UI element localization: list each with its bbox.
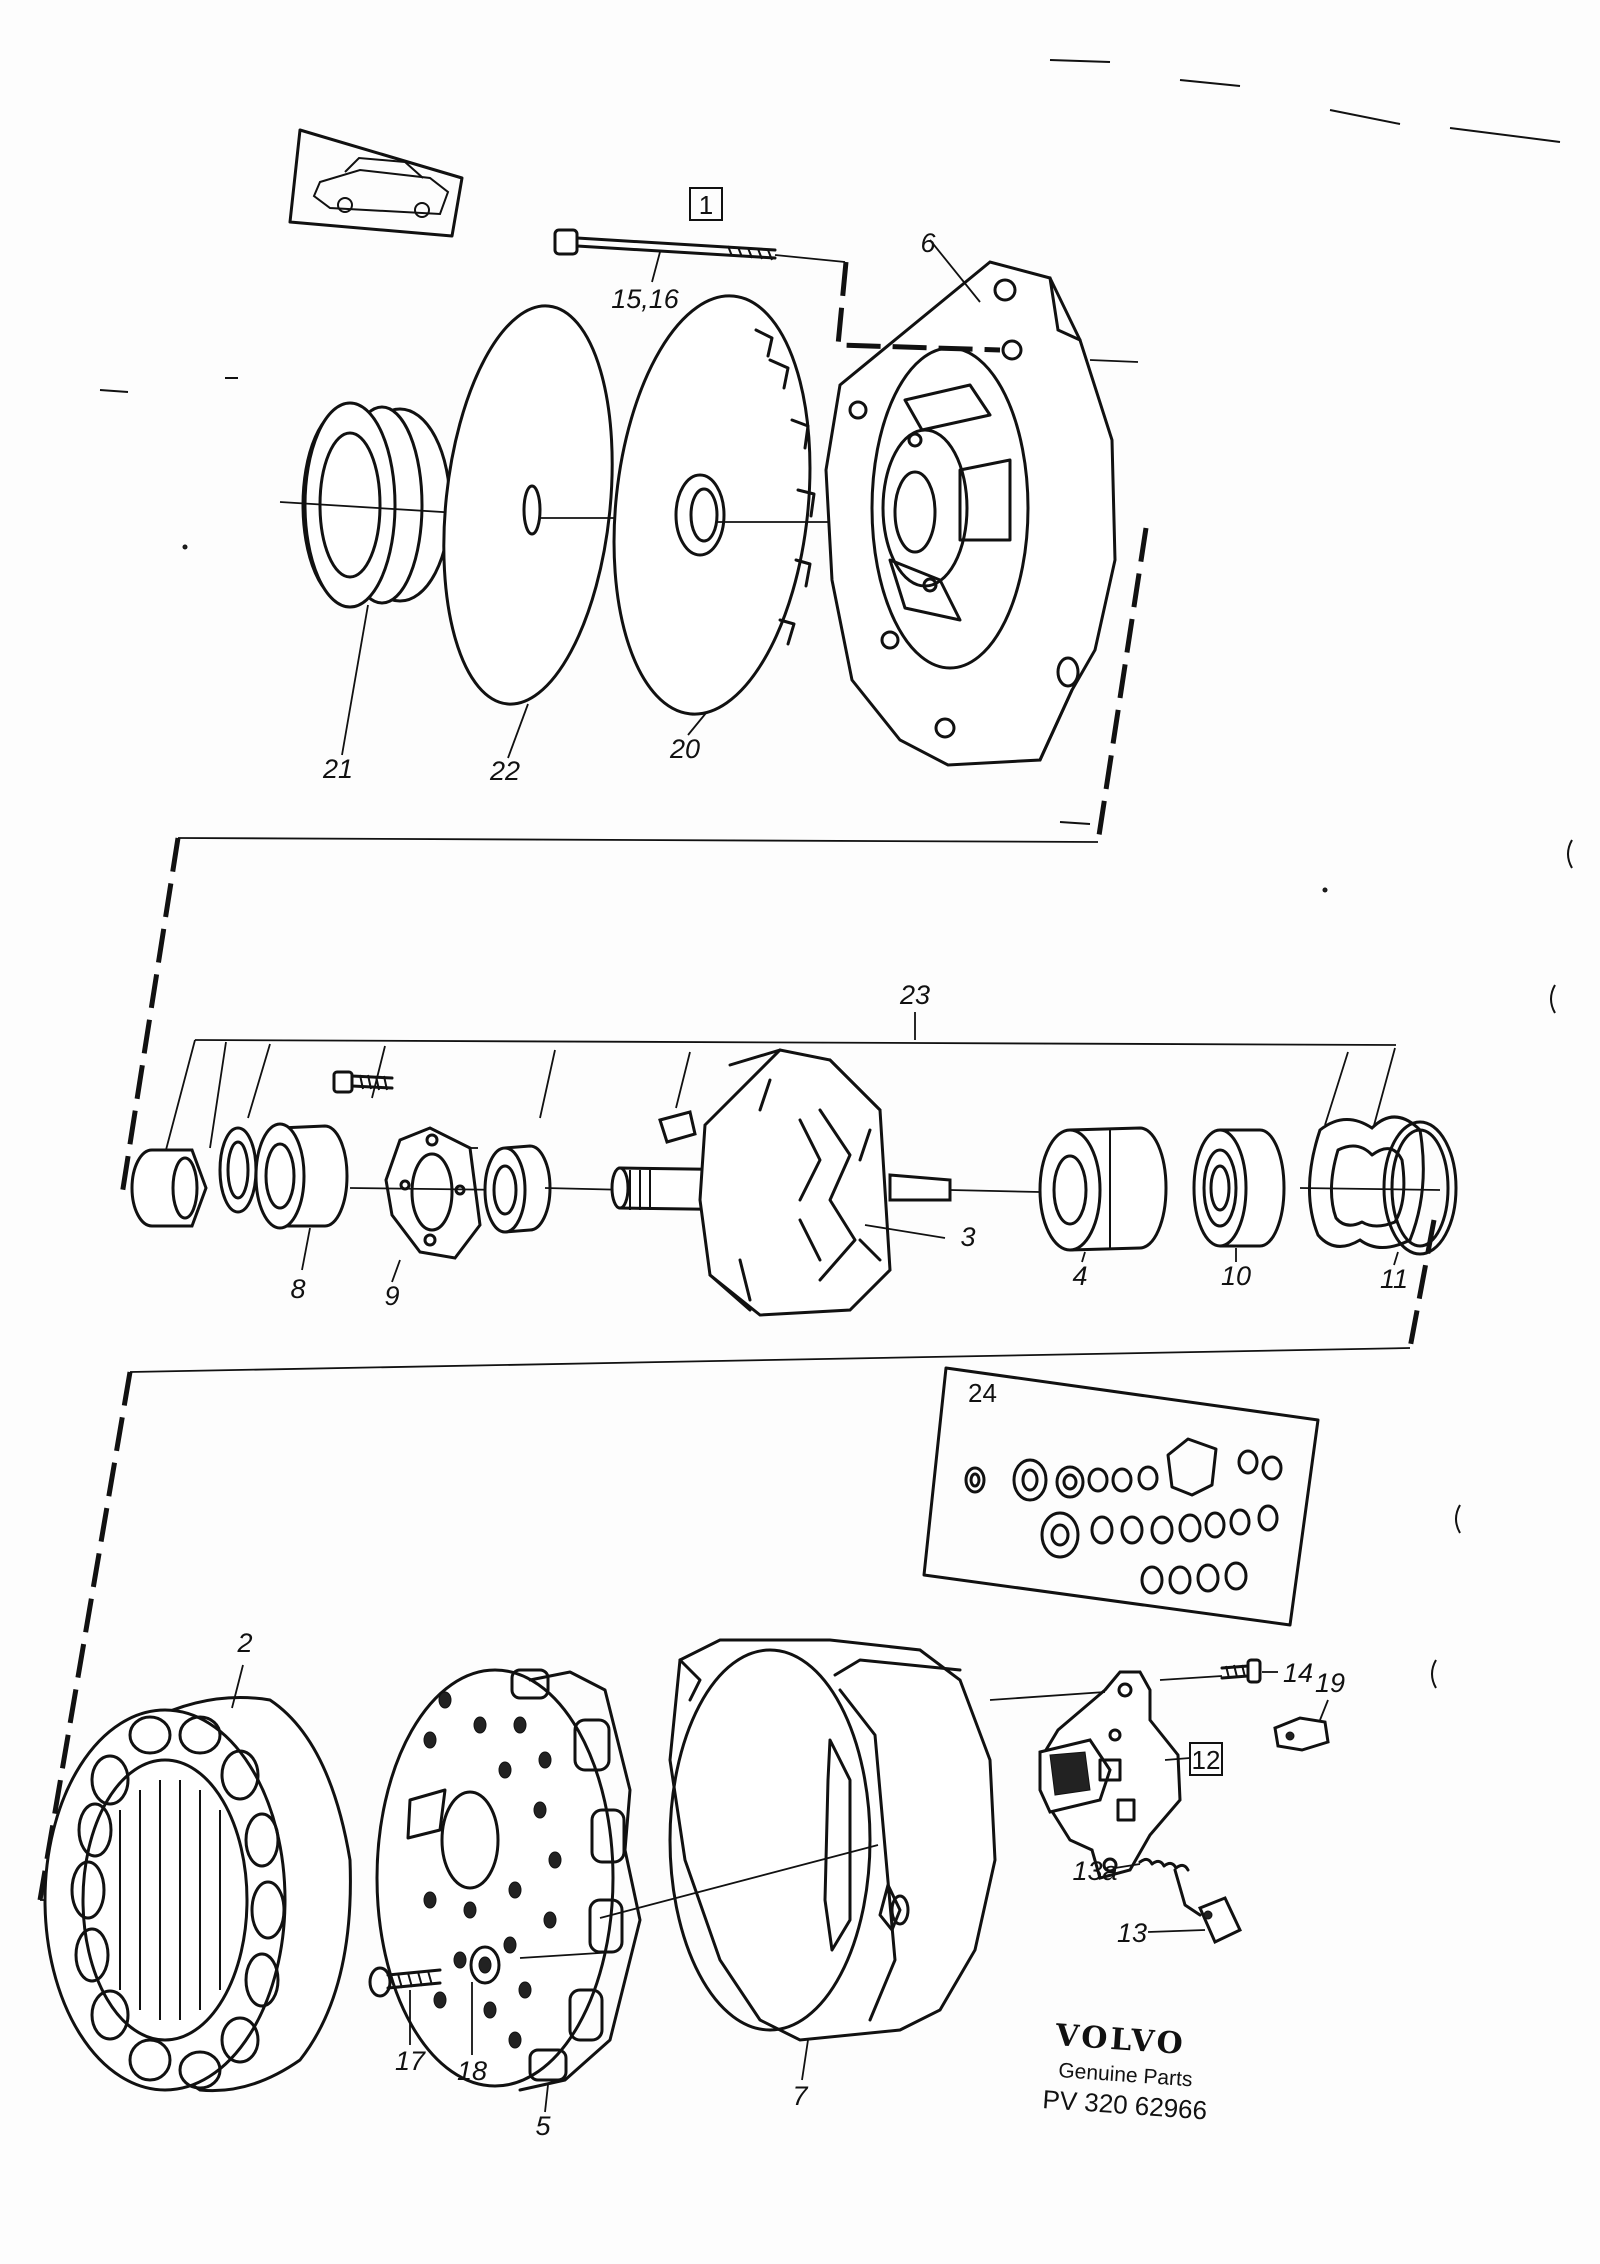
retainer-plate-9: 9 bbox=[349, 1126, 511, 1311]
brush-spring-13a: 13a bbox=[1072, 1856, 1190, 1886]
label-8: 8 bbox=[290, 1274, 305, 1304]
brush-13: 13 bbox=[1117, 1868, 1242, 1948]
label-14: 14 bbox=[1283, 1658, 1313, 1688]
pulley-21: 21 bbox=[279, 401, 541, 784]
label-9: 9 bbox=[384, 1281, 399, 1311]
label-24: 24 bbox=[968, 1378, 997, 1408]
label-22: 22 bbox=[489, 756, 520, 786]
label-19: 19 bbox=[1315, 1668, 1345, 1698]
label-3: 3 bbox=[960, 1222, 975, 1252]
screw-17: 17 bbox=[368, 1966, 442, 2076]
label-12: 12 bbox=[1192, 1745, 1221, 1775]
label-18: 18 bbox=[457, 2056, 487, 2086]
label-21: 21 bbox=[322, 754, 353, 784]
shaft-nut bbox=[130, 1148, 208, 1228]
rotor-3: 3 bbox=[610, 1048, 1041, 1317]
bearing-10: 10 bbox=[1192, 1128, 1286, 1291]
label-15-16: 15,16 bbox=[611, 284, 680, 314]
stator-2: 2 bbox=[43, 1628, 352, 2093]
slip-ring-housing-7: 7 bbox=[599, 1638, 997, 2111]
washer-18: 18 bbox=[457, 1982, 487, 2086]
label-13a: 13a bbox=[1072, 1856, 1117, 1886]
repair-kit-24: 24 bbox=[922, 1366, 1320, 1627]
fan-20: 20 bbox=[612, 294, 900, 764]
label-13: 13 bbox=[1117, 1918, 1147, 1948]
scan-artifacts bbox=[99, 59, 1573, 1689]
label-5: 5 bbox=[535, 2111, 551, 2141]
label-1: 1 bbox=[699, 190, 713, 220]
callout-box-1: 1 bbox=[689, 187, 723, 221]
clip-19: 19 bbox=[1273, 1668, 1345, 1752]
label-7: 7 bbox=[792, 2081, 808, 2111]
label-10: 10 bbox=[1221, 1261, 1251, 1291]
label-4: 4 bbox=[1072, 1261, 1087, 1291]
brush-holder-12: 12 bbox=[989, 1670, 1223, 1880]
spacer-ring bbox=[218, 1126, 258, 1214]
label-11: 11 bbox=[1380, 1264, 1408, 1294]
volvo-genuine-parts-badge: VOLVO Genuine Parts PV 320 62966 bbox=[1042, 2018, 1209, 2125]
bearing-8: 8 bbox=[254, 1122, 349, 1304]
wave-washer-and-oring-11: 11 bbox=[1299, 1115, 1458, 1294]
drive-end-housing-6: 6 bbox=[824, 228, 1139, 767]
sleeve-4: 4 bbox=[1038, 1126, 1168, 1291]
through-bolt-15-16: 15,16 bbox=[553, 228, 846, 314]
plate-screw bbox=[332, 1070, 394, 1094]
label-6: 6 bbox=[920, 228, 936, 258]
bushing bbox=[483, 1144, 631, 1234]
label-2: 2 bbox=[236, 1628, 252, 1658]
label-17: 17 bbox=[395, 2046, 426, 2076]
callout-bracket-23: 23 bbox=[161, 980, 1397, 1166]
label-20: 20 bbox=[669, 734, 700, 764]
assembly-path-lines bbox=[37, 261, 1437, 1903]
screw-14: 14 bbox=[1159, 1658, 1313, 1688]
brand-name: VOLVO bbox=[1053, 2018, 1186, 2062]
car-model-icon bbox=[288, 128, 464, 238]
label-23: 23 bbox=[899, 980, 930, 1010]
